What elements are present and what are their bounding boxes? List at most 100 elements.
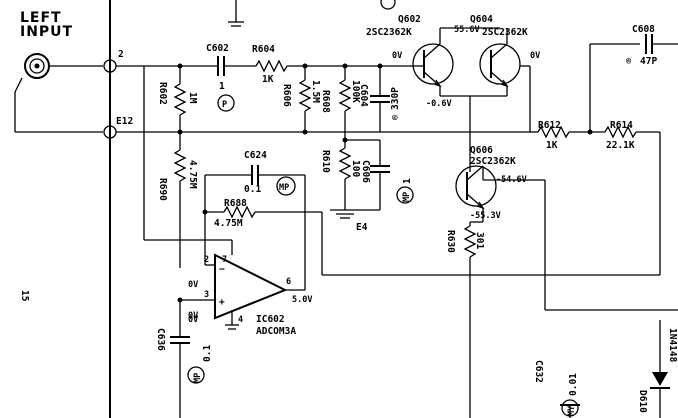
node-label-e12: E12 [116, 116, 133, 127]
transistor-q606 [455, 165, 497, 210]
transistor-q602 [409, 43, 454, 88]
r604-ref: R604 [252, 44, 275, 55]
c604-value: 330P [390, 87, 401, 110]
cap-mark-mp-c606 [396, 186, 414, 204]
r612-ref: R612 [538, 120, 561, 131]
voltage-q602-emitter: -0.6V [426, 99, 452, 109]
transistor-q604 [479, 43, 521, 88]
capacitor-c602 [217, 56, 225, 76]
voltage-q606-emitter: -55.3V [470, 211, 501, 221]
voltage-ic-inv: 0V [188, 280, 198, 290]
opamp-plus: + [219, 297, 225, 308]
r614-ref: R614 [610, 120, 633, 131]
r610-value: 100 [350, 160, 361, 177]
c624-value: 0.1 [244, 184, 261, 195]
cap-mark-c608: ® [626, 57, 632, 67]
voltage-q606-collector: -54.6V [496, 175, 527, 185]
pin-6: 6 [286, 277, 291, 287]
ic602-ref: IC602 [256, 314, 285, 325]
c632-value: 0.01 [568, 373, 579, 396]
r688-value: 4.75M [214, 218, 243, 229]
d610-value: 1N4148 [667, 328, 678, 363]
resistor-r604 [255, 59, 288, 73]
voltage-q602-base: 0V [392, 51, 402, 61]
c606-value: 1 [402, 178, 413, 184]
resistor-r614 [604, 125, 637, 139]
r606-value: 1.5M [310, 80, 321, 103]
pin-4: 4 [238, 315, 243, 325]
c632-ref: C632 [533, 360, 544, 383]
r602-value: 1M [187, 92, 198, 104]
q606-value: 2SC2362K [470, 156, 516, 167]
q602-ref: Q602 [398, 14, 421, 25]
capacitor-c608 [645, 34, 653, 54]
c608-ref: C608 [632, 24, 655, 35]
pin-7: 7 [222, 255, 227, 265]
cap-mark-my-text: MY [567, 405, 577, 416]
page-number: 15 [19, 290, 30, 302]
node-label-e4: E4 [356, 222, 368, 233]
c604-ref: C604 [358, 84, 369, 107]
resistor-r602 [173, 83, 187, 116]
node-label-2: 2 [118, 49, 124, 60]
r690-value: 4.75M [187, 160, 198, 189]
q604-value: 2SC2362K [482, 27, 528, 38]
voltage-q604-base: 0V [530, 51, 540, 61]
q604-ref: Q604 [470, 14, 493, 25]
cap-mark-p-text: P [222, 100, 227, 110]
d610-ref: D610 [637, 390, 648, 413]
title-line-1: LEFT [20, 10, 62, 26]
capacitor-c624 [251, 165, 259, 185]
cap-mark-p [217, 94, 235, 112]
r612-value: 1K [546, 140, 558, 151]
r630-ref: R630 [445, 230, 456, 253]
voltage-ic-out: 5.0V [292, 295, 312, 305]
resistor-r612 [537, 125, 570, 139]
title-line-2: INPUT [20, 24, 73, 40]
c636-value: 0.1 [202, 345, 213, 362]
cap-mark-mp-c624 [276, 176, 296, 196]
ic602-value: ADCOM3A [256, 326, 296, 337]
resistor-r608 [338, 79, 352, 112]
q606-ref: Q606 [470, 145, 493, 156]
r604-value: 1K [262, 74, 274, 85]
c602-value: 1 [219, 81, 225, 92]
r688-ref: R688 [224, 198, 247, 209]
c608-value: 47P [640, 56, 657, 67]
r610-ref: R610 [320, 150, 331, 173]
r630-value: 301 [474, 232, 485, 249]
c606-ref: C606 [360, 160, 371, 183]
cap-mark-my [561, 399, 579, 417]
r690-ref: R690 [157, 178, 168, 201]
pin-3: 3 [204, 290, 209, 300]
opamp-ic602 [180, 253, 305, 330]
q602-value: 2SC2362K [366, 27, 412, 38]
pin-2: 2 [204, 255, 209, 265]
cap-mark-mp-c636-text: MP [193, 373, 203, 383]
voltage-ic-noninv: 0V [188, 311, 198, 321]
c602-ref: C602 [206, 43, 229, 54]
left-input-jack [14, 53, 50, 132]
voltage-c636-node: 0V [188, 315, 198, 325]
capacitor-c604 [370, 95, 390, 103]
capacitor-c606 [370, 165, 390, 173]
resistor-r688 [223, 205, 256, 219]
c624-ref: C624 [244, 150, 267, 161]
cap-mark-mp-c636 [187, 366, 205, 384]
voltage-q604-collector: 55.6V [454, 25, 480, 35]
r614-value: 22.1K [606, 140, 635, 151]
r608-value: 100K [350, 80, 361, 103]
r602-ref: R602 [157, 82, 168, 105]
r606-ref: R606 [281, 84, 292, 107]
diode-d610 [650, 320, 670, 418]
resistor-r630 [463, 225, 477, 258]
cap-mark-mp-c606-text: MP [402, 192, 412, 202]
capacitor-c636 [170, 336, 190, 344]
r608-ref: R608 [320, 90, 331, 113]
resistor-r610 [338, 147, 352, 180]
resistor-r606 [298, 79, 312, 112]
opamp-minus: − [219, 264, 225, 275]
ground-symbol-top [228, 0, 244, 27]
c636-ref: C636 [155, 328, 166, 351]
